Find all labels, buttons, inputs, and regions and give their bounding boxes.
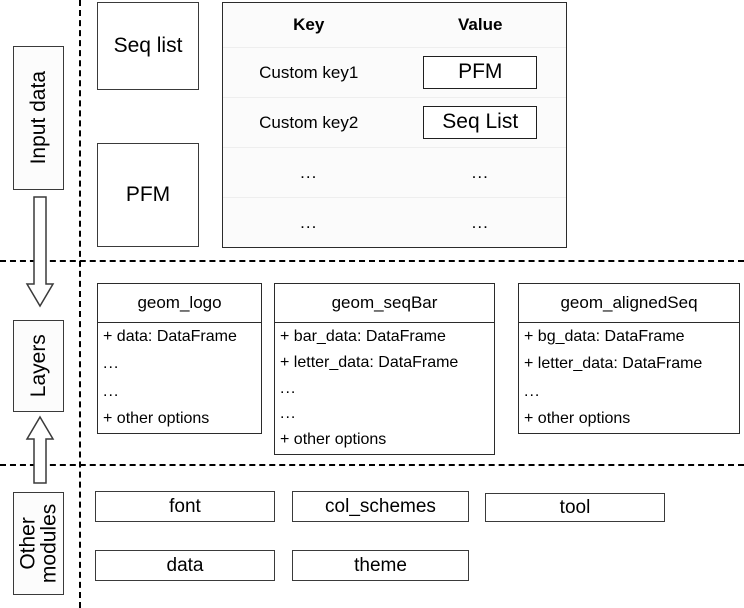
- table-row: Custom key2 Seq List: [223, 97, 567, 148]
- table-cell-value: PFM: [395, 48, 567, 98]
- key-value-table: Key Value Custom key1 PFM Custom key2 Se…: [222, 2, 567, 248]
- class-box-geom-alignedseq-body: + bg_data: DataFrame + letter_data: Data…: [519, 323, 739, 433]
- class-attribute: + other options: [103, 409, 210, 427]
- stage-label-layers-text: Layers: [26, 334, 50, 398]
- value-chip-pfm[interactable]: PFM: [423, 56, 538, 89]
- module-box-data-label: data: [166, 554, 204, 576]
- table-cell-value: ...: [471, 212, 489, 232]
- class-box-geom-seqbar-body: + bar_data: DataFrame + letter_data: Dat…: [275, 323, 494, 454]
- table-cell-value: ...: [471, 162, 489, 182]
- table-row: Custom key1 PFM: [223, 47, 567, 98]
- class-box-geom-alignedseq[interactable]: geom_alignedSeq + bg_data: DataFrame + l…: [518, 283, 740, 434]
- stage-label-input-data-text: Input data: [26, 71, 50, 165]
- table-cell-key: Custom key2: [259, 112, 359, 132]
- class-box-geom-alignedseq-title: geom_alignedSeq: [519, 284, 739, 323]
- module-box-tool[interactable]: tool: [485, 493, 665, 522]
- key-value-table-grid: Key Value Custom key1 PFM Custom key2 Se…: [223, 3, 566, 247]
- class-attribute: ...: [103, 355, 120, 373]
- table-row: ... ...: [223, 197, 566, 247]
- class-box-geom-seqbar-title: geom_seqBar: [275, 284, 494, 323]
- input-box-pfm-label: PFM: [125, 183, 171, 206]
- arrow-modules-to-layers-icon: [25, 415, 55, 484]
- input-box-seq-list-label: Seq list: [113, 34, 183, 57]
- module-box-theme-label: theme: [354, 554, 407, 576]
- value-chip-seq-list[interactable]: Seq List: [423, 106, 538, 139]
- module-box-col-schemes[interactable]: col_schemes: [292, 491, 469, 522]
- module-box-col-schemes-label: col_schemes: [325, 495, 436, 517]
- horizontal-dashed-divider-1: [0, 260, 744, 262]
- class-attribute: + bar_data: DataFrame: [280, 328, 446, 345]
- stage-label-input-data: Input data: [13, 46, 64, 190]
- class-box-geom-logo-body: + data: DataFrame ... ... + other option…: [98, 323, 261, 433]
- table-header-row: Key Value: [223, 3, 566, 48]
- class-attribute: + letter_data: DataFrame: [524, 355, 703, 373]
- class-attribute: + bg_data: DataFrame: [524, 328, 685, 345]
- class-box-geom-logo[interactable]: geom_logo + data: DataFrame ... ... + ot…: [97, 283, 262, 434]
- class-attribute: + data: DataFrame: [103, 328, 237, 345]
- class-box-geom-logo-title: geom_logo: [98, 284, 261, 323]
- stage-label-other-modules: Other modules: [13, 492, 64, 595]
- stage-label-layers: Layers: [13, 320, 64, 412]
- input-box-seq-list[interactable]: Seq list: [97, 2, 199, 90]
- class-attribute: ...: [280, 405, 297, 423]
- module-box-font-label: font: [169, 495, 201, 517]
- table-header-key: Key: [293, 15, 325, 34]
- class-attribute: ...: [280, 379, 297, 397]
- module-box-theme[interactable]: theme: [292, 550, 469, 581]
- class-attribute: + other options: [280, 431, 387, 448]
- table-header-value: Value: [458, 15, 503, 34]
- arrow-input-to-layers-icon: [25, 196, 55, 308]
- class-attribute: + letter_data: DataFrame: [280, 353, 459, 371]
- module-box-data[interactable]: data: [95, 550, 275, 581]
- class-attribute: + other options: [524, 409, 631, 427]
- table-cell-value: Seq List: [395, 98, 567, 148]
- class-attribute: ...: [103, 382, 120, 400]
- table-cell-key: Custom key1: [259, 62, 359, 82]
- class-box-geom-seqbar[interactable]: geom_seqBar + bar_data: DataFrame + lett…: [274, 283, 495, 455]
- input-box-pfm[interactable]: PFM: [97, 143, 199, 247]
- table-row: ... ...: [223, 147, 566, 198]
- class-attribute: ...: [524, 382, 541, 400]
- key-value-table-head: Key Value: [223, 3, 566, 48]
- module-box-tool-label: tool: [559, 496, 591, 518]
- table-cell-key: ...: [300, 212, 318, 232]
- table-cell-key: ...: [300, 162, 318, 182]
- vertical-dashed-divider: [79, 0, 81, 608]
- module-box-font[interactable]: font: [95, 491, 275, 522]
- horizontal-dashed-divider-2: [0, 464, 744, 466]
- key-value-table-body: Custom key1 PFM Custom key2 Seq List ...…: [223, 47, 567, 248]
- stage-label-other-modules-text: Other modules: [16, 503, 61, 584]
